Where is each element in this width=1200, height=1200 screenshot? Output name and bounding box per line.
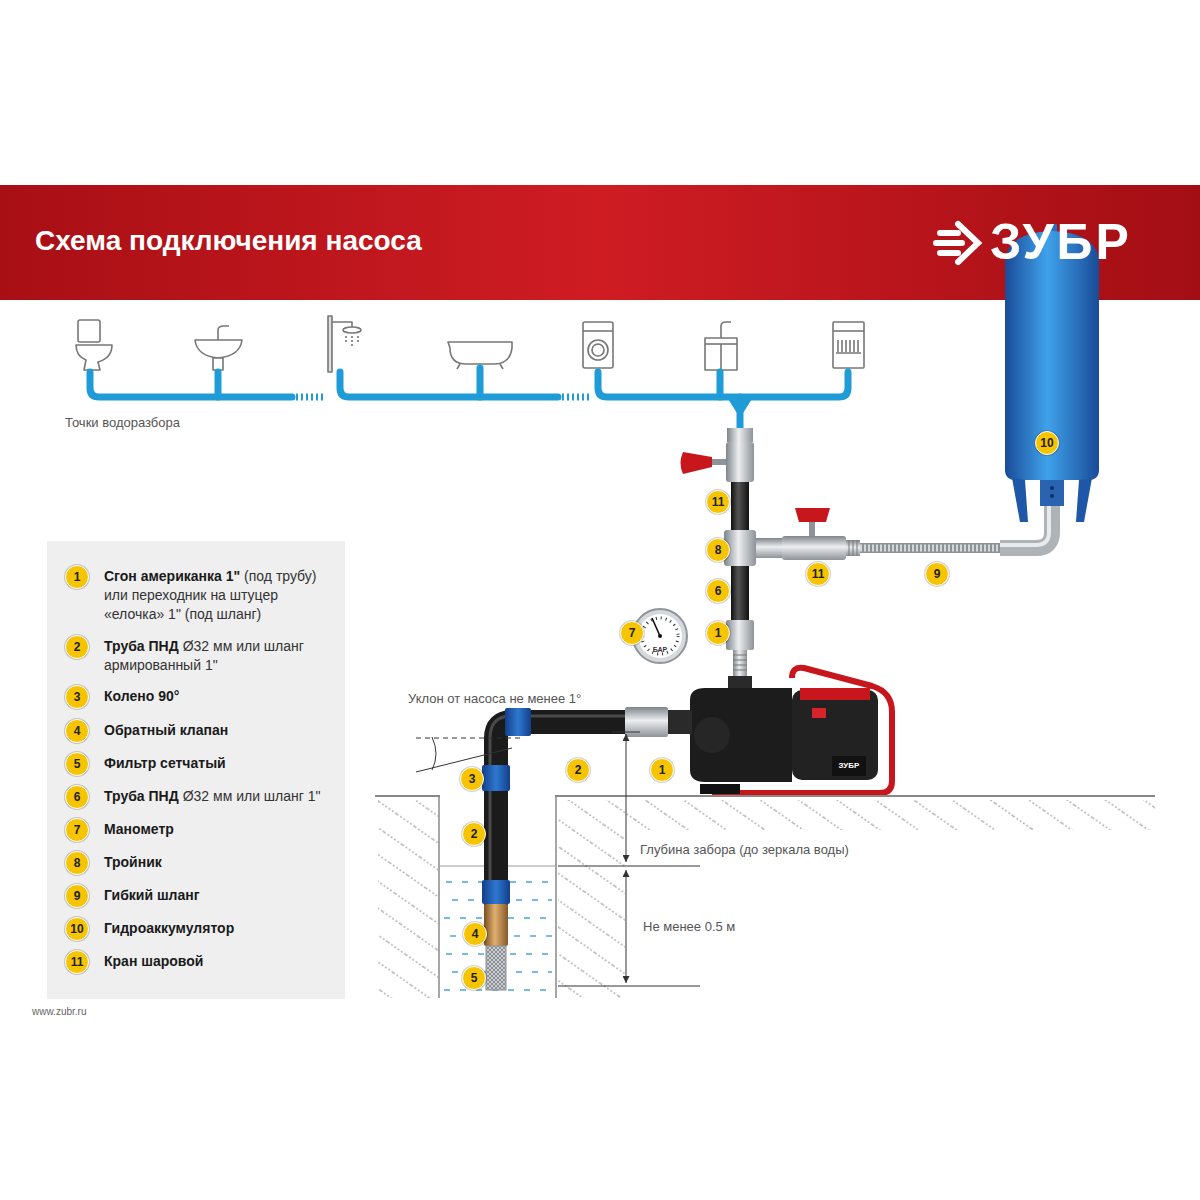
legend-row: 5 Фильтр сетчатый (65, 752, 345, 776)
dimension-text: Глубина забора (до зеркала воды) (640, 843, 849, 858)
brand-logo: ЗУБР (990, 214, 1132, 272)
callout-number: 2 (462, 822, 486, 846)
section-label: Точки водоразбора (65, 416, 180, 431)
callout-number: 11 (65, 950, 89, 974)
legend-panel (47, 541, 345, 999)
callout-number: 3 (65, 685, 89, 709)
part-name: Фильтр сетчатый (104, 755, 226, 771)
callout-number: 4 (65, 719, 89, 743)
part-name: Кран шаровой (104, 953, 203, 969)
callout-number: 7 (620, 621, 644, 645)
legend-text: Труба ПНДØ32 мм или шланг армированный 1… (104, 637, 340, 675)
part-name: Манометр (104, 821, 174, 837)
callout-number: 1 (65, 565, 89, 589)
slope-note: Уклон от насоса не менее 1° (408, 692, 581, 707)
part-name: Гидроаккумулятор (104, 920, 234, 936)
callout-number: 9 (65, 884, 89, 908)
callout-number: 5 (65, 752, 89, 776)
legend-row: 6 Труба ПНДØ32 мм или шланг 1" (65, 785, 345, 809)
legend-text: Манометр (104, 820, 340, 839)
legend-text: Гидроаккумулятор (104, 919, 340, 938)
part-name: Тройник (104, 854, 162, 870)
legend-row: 10 Гидроаккумулятор (65, 917, 345, 941)
callout-number: 4 (463, 922, 487, 946)
callout-number: 8 (65, 851, 89, 875)
pump-brand: ЗУБР (839, 761, 860, 770)
legend-text: Колено 90° (104, 687, 340, 706)
callout-number: 5 (462, 966, 486, 990)
legend-row: 1Сгон американка 1"(под трубу) или перех… (65, 565, 345, 589)
callout-number: 2 (566, 758, 590, 782)
legend-text: Труба ПНДØ32 мм или шланг 1" (104, 787, 340, 806)
callout-number: 11 (806, 562, 830, 586)
callout-number: 10 (65, 917, 89, 941)
part-name: Гибкий шланг (104, 887, 200, 903)
legend-text: Фильтр сетчатый (104, 754, 340, 773)
callout-number: 7 (65, 818, 89, 842)
callout-number: 10 (1035, 431, 1059, 455)
callout-number: 2 (65, 635, 89, 659)
legend-row: 7 Манометр (65, 818, 345, 842)
callout-number: 11 (706, 490, 730, 514)
legend-text: Тройник (104, 853, 340, 872)
part-note: Ø32 мм или шланг 1" (183, 788, 321, 804)
callout-number: 1 (706, 621, 730, 645)
part-name: Труба ПНД (104, 788, 179, 804)
callout-number: 3 (460, 767, 484, 791)
dimension-text: Не менее 0.5 м (643, 920, 735, 935)
legend-row: 11 Кран шаровой (65, 950, 345, 974)
legend-row: 2Труба ПНДØ32 мм или шланг армированный … (65, 635, 345, 659)
part-name: Сгон американка 1" (104, 568, 240, 584)
part-name: Колено 90° (104, 688, 179, 704)
surface-pump (668, 668, 892, 794)
part-name: Обратный клапан (104, 722, 228, 738)
legend-text: Кран шаровой (104, 952, 340, 971)
callout-number: 6 (706, 579, 730, 603)
legend-row: 3 Колено 90° (65, 685, 345, 709)
legend-text: Гибкий шланг (104, 886, 340, 905)
legend-row: 8 Тройник (65, 851, 345, 875)
gauge-unit: БАР (653, 646, 668, 654)
legend-text: Обратный клапан (104, 721, 340, 740)
discharge-piping (681, 428, 1053, 678)
page-title: Схема подключения насоса (35, 225, 422, 257)
callout-number: 6 (65, 785, 89, 809)
water-supply-pipes (90, 368, 848, 430)
website-url: www.zubr.ru (32, 1006, 86, 1018)
dimension-lines (416, 732, 700, 986)
legend-row: 9 Гибкий шланг (65, 884, 345, 908)
fixture-icons (76, 316, 864, 372)
callout-number: 9 (925, 562, 949, 586)
legend-text: Сгон американка 1"(под трубу) или перехо… (104, 567, 340, 624)
legend-row: 4 Обратный клапан (65, 719, 345, 743)
callout-number: 8 (706, 538, 730, 562)
part-name: Труба ПНД (104, 638, 179, 654)
callout-number: 1 (650, 758, 674, 782)
